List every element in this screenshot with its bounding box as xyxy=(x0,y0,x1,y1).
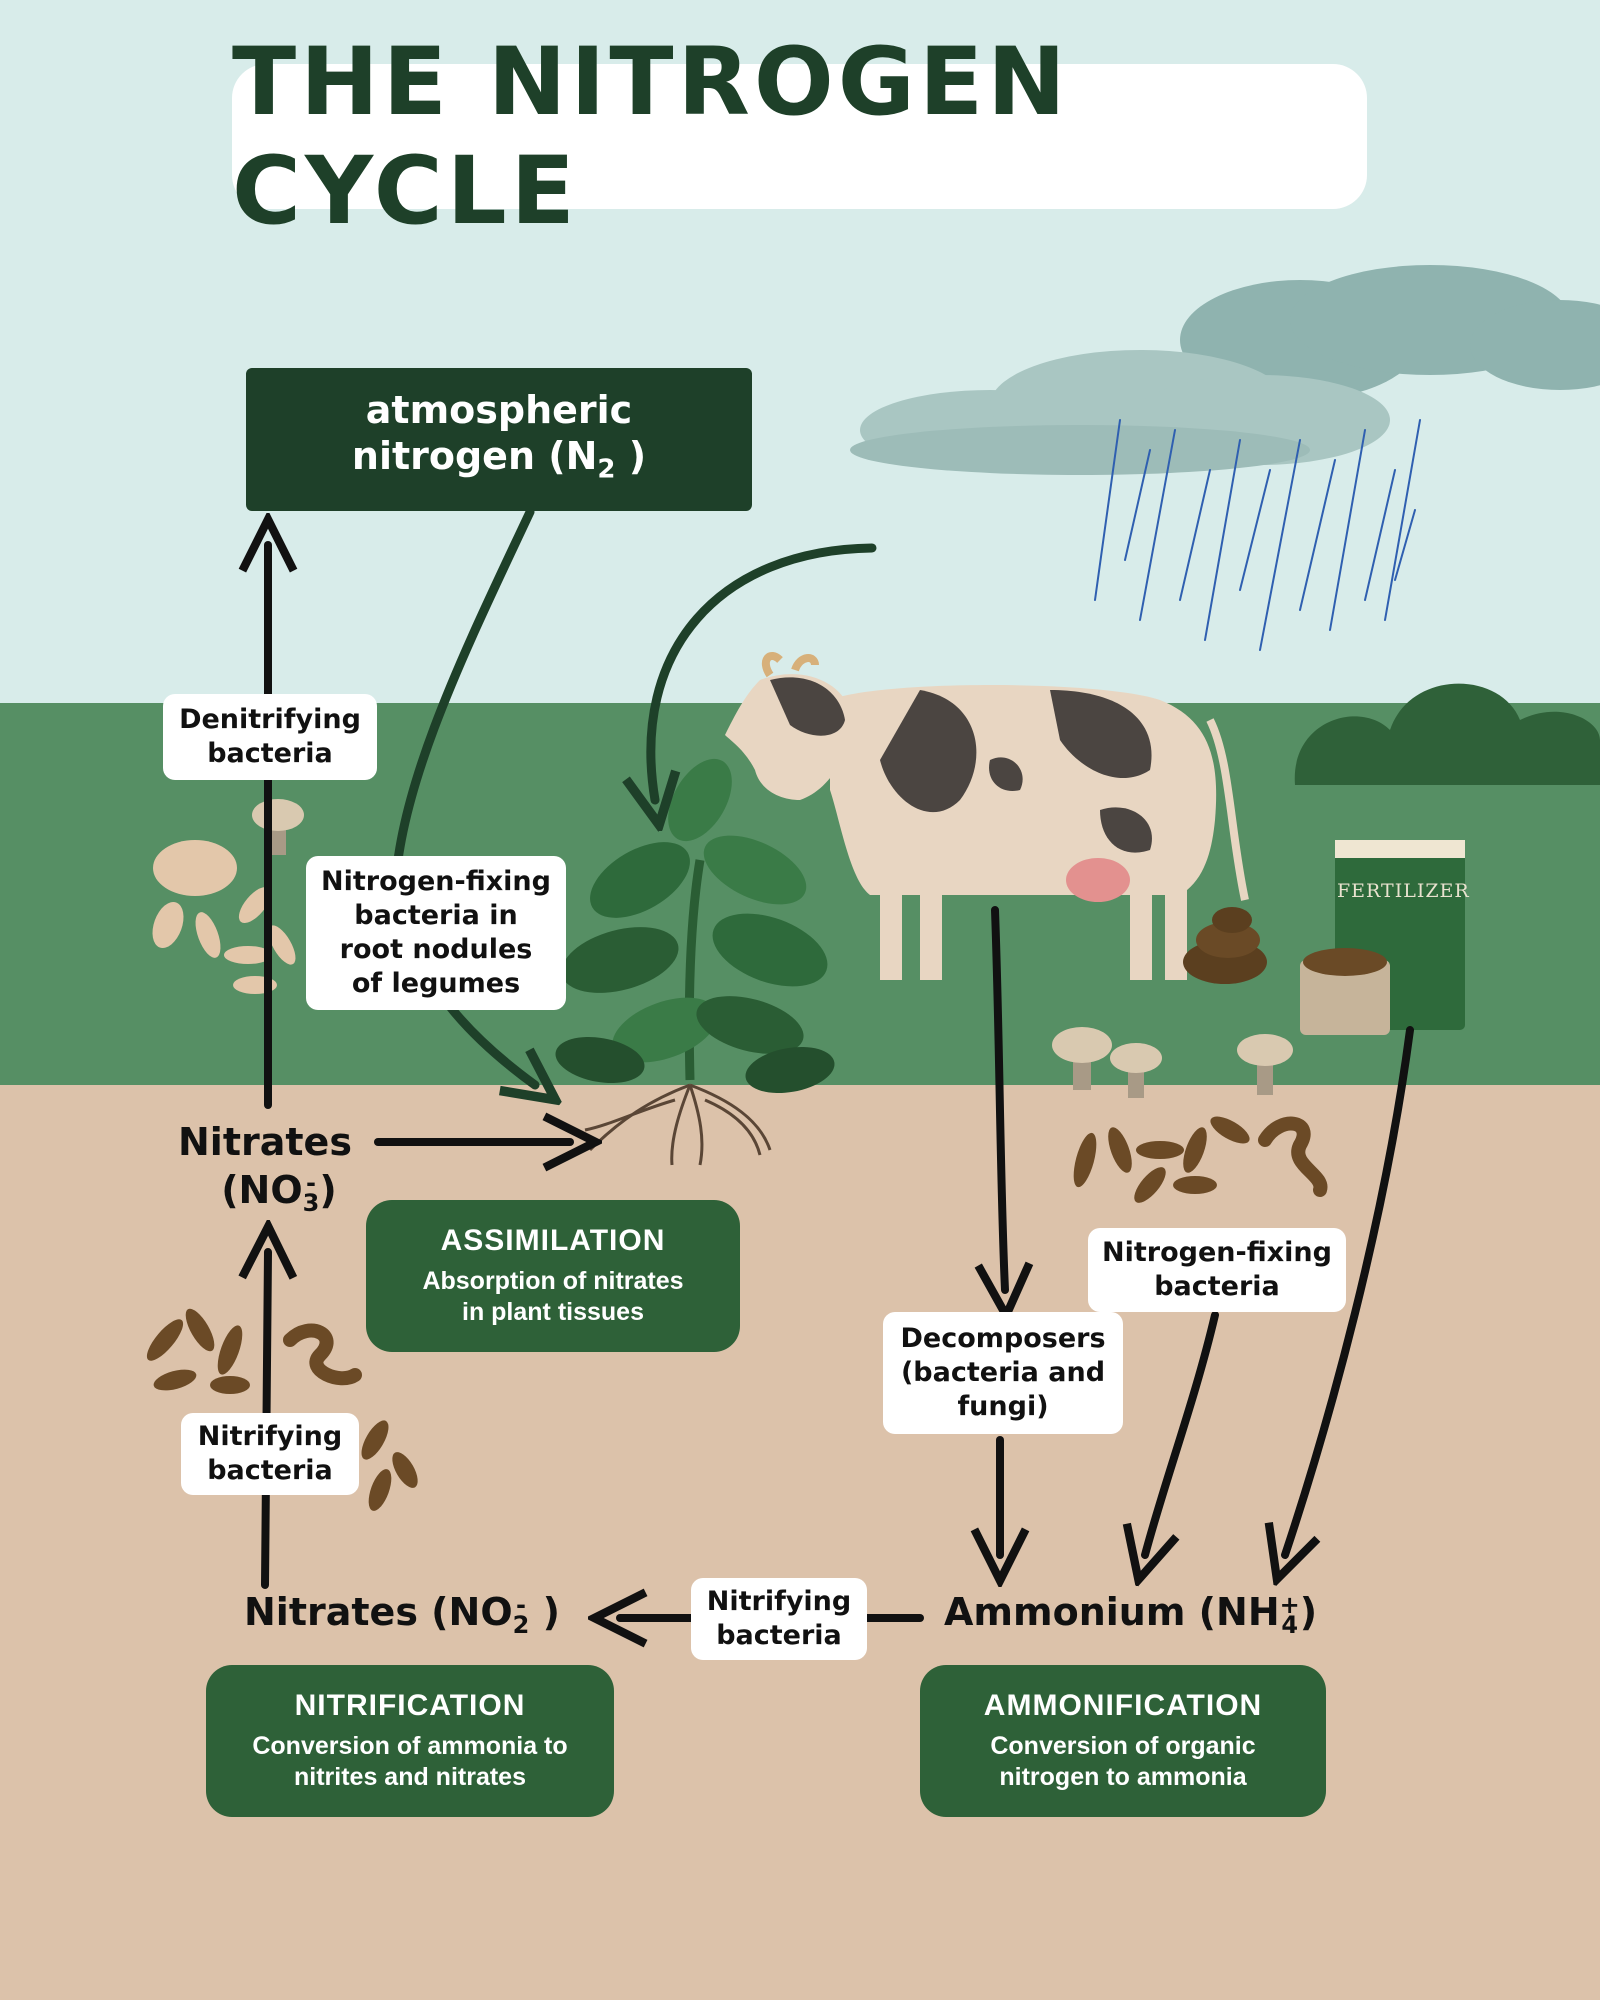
rain-icon xyxy=(1094,419,1421,651)
decomposers-label: Decomposers (bacteria and fungi) xyxy=(883,1312,1123,1434)
ammonium-label: Ammonium (NH+4) xyxy=(944,1590,1318,1639)
nitrates-no2-label: Nitrates (NO-2 ) xyxy=(244,1590,560,1639)
atmospheric-line1: atmospheric xyxy=(365,387,633,432)
bush-icon xyxy=(1294,683,1600,785)
arrow-fertilizer-to-ammonium xyxy=(1285,1026,1414,1555)
arrow-atmosphere-to-plant xyxy=(651,543,877,800)
soil-bacteria-right-icon xyxy=(1073,1116,1328,1203)
arrow-cow-to-decomposers xyxy=(995,906,1005,1290)
manure-icon xyxy=(1183,907,1267,984)
roots-icon xyxy=(584,1083,772,1166)
nitrification-box: NITRIFICATION Conversion of ammonia to n… xyxy=(206,1665,614,1817)
ammonification-title: AMMONIFICATION xyxy=(983,1689,1263,1722)
ammonification-box: AMMONIFICATION Conversion of organic nit… xyxy=(920,1665,1326,1817)
cycle-arrows xyxy=(265,545,1414,1618)
fertilizer-bag-icon xyxy=(1300,840,1465,1035)
legume-fixing-bacteria-label: Nitrogen-fixing bacteria in root nodules… xyxy=(306,856,566,1010)
soil-bacteria-left-icon xyxy=(146,1308,418,1511)
fertilizer-bag-label: FERTILIZER xyxy=(1337,880,1470,902)
cow-icon xyxy=(725,652,1249,980)
page-title: THE NITROGEN CYCLE xyxy=(232,27,1070,246)
nitrates-no3-label: Nitrates (NO-3) xyxy=(178,1120,352,1217)
title-banner: THE NITROGEN CYCLE xyxy=(232,28,1367,246)
atmospheric-line2: nitrogen (N2 ) xyxy=(351,433,647,485)
plant-icon xyxy=(555,758,835,1094)
nitrification-title: NITRIFICATION xyxy=(294,1689,526,1722)
arrow-fixers-to-ammonium xyxy=(1145,1311,1219,1555)
atmospheric-nitrogen-box: atmospheric nitrogen (N2 ) xyxy=(246,368,752,511)
storm-cloud-icon xyxy=(850,265,1600,475)
assimilation-box: ASSIMILATION Absorption of nitrates in p… xyxy=(366,1200,740,1352)
denitrifying-bacteria-label: Denitrifying bacteria xyxy=(163,694,377,780)
assimilation-title: ASSIMILATION xyxy=(440,1224,666,1257)
nitrifying-bacteria-label-left: Nitrifying bacteria xyxy=(181,1413,359,1495)
nitrogen-fixing-bacteria-label: Nitrogen-fixing bacteria xyxy=(1088,1228,1346,1312)
nitrifying-bacteria-label-bottom: Nitrifying bacteria xyxy=(691,1578,867,1660)
decomposer-bacteria-icon xyxy=(152,840,296,994)
